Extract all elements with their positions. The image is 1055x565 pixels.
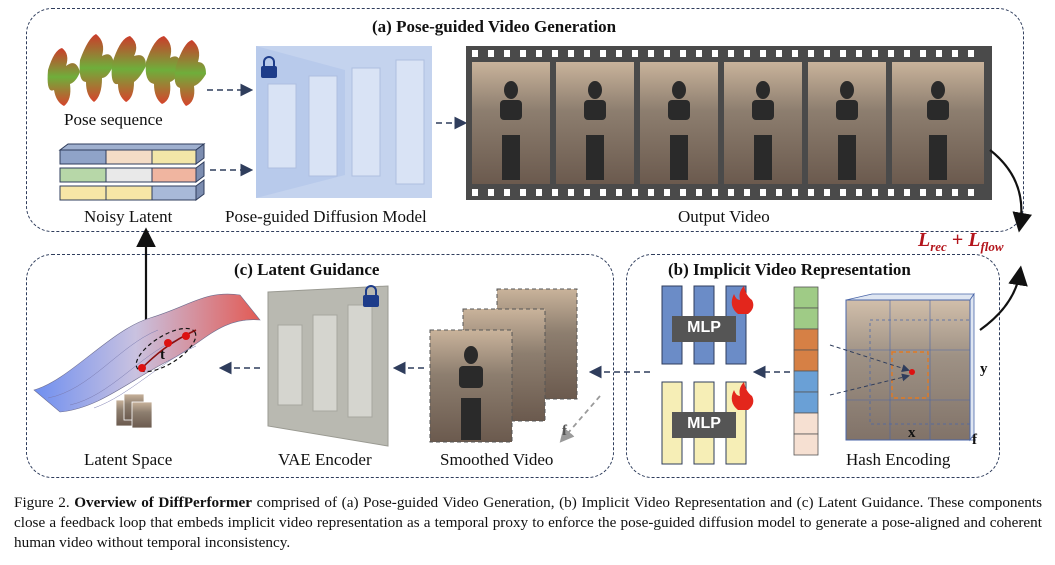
output-video-filmstrip bbox=[466, 46, 992, 200]
arrow-frame-axis bbox=[559, 395, 601, 443]
axis-f-label: f bbox=[972, 432, 977, 448]
lock-icon bbox=[261, 56, 277, 78]
panel-b-title: (b) Implicit Video Representation bbox=[668, 260, 911, 279]
noisy-latent-blocks bbox=[58, 143, 206, 201]
panel-implicit-representation bbox=[626, 254, 1000, 478]
smoothed-video-frames bbox=[429, 288, 578, 443]
figure-caption: Figure 2. Overview of DiffPerformer comp… bbox=[14, 493, 1042, 553]
mlp-top-label: MLP bbox=[687, 319, 721, 336]
hash-encoding-cube bbox=[829, 292, 976, 442]
hash-encoding-label: Hash Encoding bbox=[846, 450, 951, 469]
arrow-video-to-loss bbox=[989, 149, 1033, 233]
smoothed-video-label: Smoothed Video bbox=[440, 450, 554, 469]
mlp-top-block bbox=[661, 285, 747, 365]
loss-formula: Lrec + Lflow bbox=[918, 229, 1004, 255]
caption-title: Overview of DiffPerformer bbox=[74, 494, 252, 511]
panel-pose-guided-generation bbox=[26, 8, 1024, 232]
panel-c-title: (c) Latent Guidance bbox=[234, 260, 380, 279]
latent-space-label: Latent Space bbox=[84, 450, 173, 469]
latent-space-surface bbox=[33, 293, 261, 429]
vae-encoder bbox=[267, 285, 389, 447]
feature-vector bbox=[793, 286, 819, 456]
diffusion-model bbox=[256, 46, 432, 198]
axis-y-label: y bbox=[980, 361, 988, 377]
axis-x-label: x bbox=[908, 425, 916, 441]
loss-plus: + bbox=[951, 229, 964, 251]
pose-sequence-label: Pose sequence bbox=[64, 110, 163, 129]
noisy-latent-label: Noisy Latent bbox=[84, 207, 173, 226]
pose-sequence-figures bbox=[47, 34, 206, 106]
loss-rec-subscript: rec bbox=[930, 239, 947, 254]
caption-text: comprised of (a) Pose-guided Video Gener… bbox=[14, 494, 1042, 551]
panel-a-title: (a) Pose-guided Video Generation bbox=[372, 17, 617, 36]
loss-flow-subscript: flow bbox=[980, 239, 1004, 254]
loss-rec-symbol: L bbox=[918, 229, 931, 251]
mlp-bottom-label: MLP bbox=[687, 415, 721, 432]
fire-icon bbox=[731, 286, 754, 410]
panel-latent-guidance bbox=[26, 254, 614, 478]
f-frame-label: f bbox=[562, 423, 567, 439]
output-video-label: Output Video bbox=[678, 207, 770, 226]
vae-encoder-label: VAE Encoder bbox=[278, 450, 372, 469]
caption-prefix: Figure 2. bbox=[14, 494, 70, 511]
vae-lock-icon bbox=[363, 285, 379, 307]
arrow-hash-to-loss bbox=[979, 265, 1028, 331]
t-marker: t bbox=[160, 347, 165, 363]
diffusion-model-label: Pose-guided Diffusion Model bbox=[225, 207, 427, 226]
loss-flow-symbol: L bbox=[968, 229, 981, 251]
video-frames bbox=[472, 62, 984, 184]
